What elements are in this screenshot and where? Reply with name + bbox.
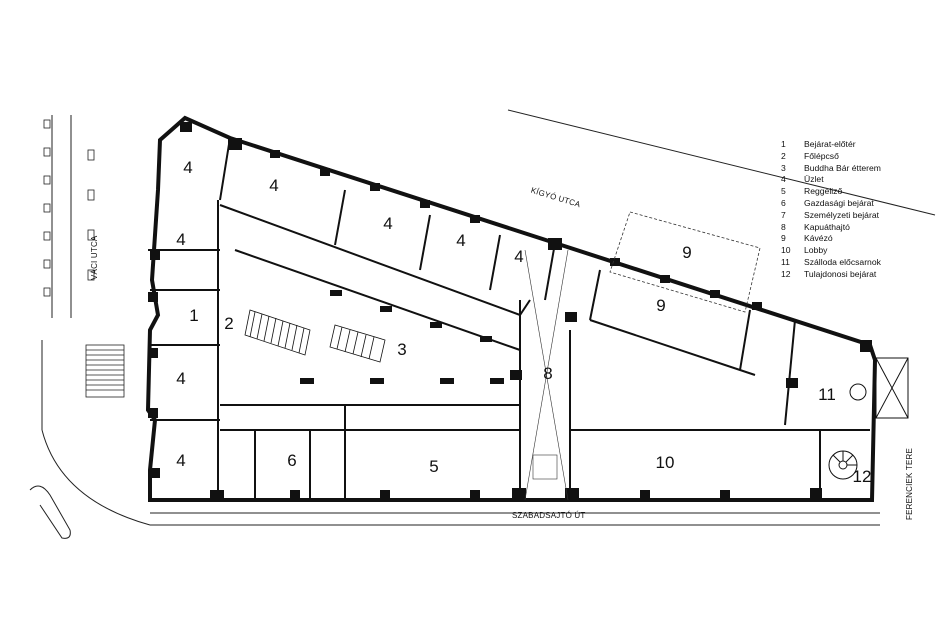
legend-number: 7 bbox=[781, 209, 786, 220]
legend-number: 10 bbox=[781, 245, 791, 256]
room-label-store: 4 bbox=[176, 230, 186, 249]
wall-piers bbox=[148, 122, 872, 502]
room-label-breakfast: 5 bbox=[429, 457, 439, 476]
room-label-store: 4 bbox=[383, 214, 393, 233]
street-ferenciek: FERENCIEK TERE bbox=[905, 448, 914, 520]
legend-number: 5 bbox=[781, 186, 786, 197]
legend-row: 3 Buddha Bár étterem bbox=[781, 163, 881, 175]
bollards bbox=[43, 119, 95, 297]
room-label-buddha-bar: 3 bbox=[397, 340, 407, 359]
legend-row: 5 Reggeliző bbox=[781, 186, 881, 198]
street-szabadsajto: SZABADSAJTÓ ÚT bbox=[512, 511, 586, 520]
legend-row: 10 Lobby bbox=[781, 245, 881, 257]
legend: 1 Bejárat-előtér 2 Főlépcső 3 Buddha Bár ét… bbox=[781, 139, 881, 281]
legend-number: 2 bbox=[781, 150, 786, 161]
street-grate bbox=[85, 344, 125, 398]
legend-row: 1 Bejárat-előtér bbox=[781, 139, 881, 151]
legend-number: 6 bbox=[781, 197, 786, 208]
room-label-store: 4 bbox=[269, 176, 279, 195]
legend-number: 12 bbox=[781, 268, 791, 279]
legend-number: 1 bbox=[781, 139, 786, 149]
room-label-store: 4 bbox=[514, 247, 524, 266]
legend-number: 8 bbox=[781, 221, 786, 232]
room-label-gateway: 8 bbox=[543, 364, 553, 383]
legend-label: Bejárat-előtér bbox=[804, 139, 856, 149]
legend-label: Kapuáthajtó bbox=[804, 221, 850, 232]
room-label-store: 4 bbox=[183, 158, 193, 177]
street-vaci: VÁCI UTCA bbox=[90, 235, 99, 280]
legend-number: 9 bbox=[781, 233, 786, 244]
room-label-store: 4 bbox=[176, 369, 186, 388]
legend-label: Kávézó bbox=[804, 233, 833, 244]
room-label-entrance: 1 bbox=[189, 306, 199, 325]
gateway-lines bbox=[524, 249, 569, 501]
spiral-staircase bbox=[828, 450, 858, 480]
room-label-lobby: 10 bbox=[655, 453, 675, 472]
legend-label: Szálloda előcsarnok bbox=[804, 256, 881, 267]
legend-label: Személyzeti bejárat bbox=[804, 209, 879, 220]
legend-row: 2 Főlépcső bbox=[781, 151, 881, 163]
room-label-hotel-foyer: 11 bbox=[818, 385, 836, 404]
legend-label: Reggeliző bbox=[804, 186, 843, 197]
legend-row: 9 Kávézó bbox=[781, 233, 881, 245]
legend-number: 3 bbox=[781, 162, 786, 173]
entrance-box bbox=[849, 357, 909, 419]
room-label-cafe-terrace: 9 bbox=[682, 243, 692, 262]
vaci-street-edge bbox=[29, 115, 880, 539]
room-label-service-entrance: 6 bbox=[287, 451, 297, 470]
legend-number: 4 bbox=[781, 174, 786, 185]
legend-label: Gazdasági bejárat bbox=[804, 197, 874, 208]
legend-label: Tulajdonosi bejárat bbox=[804, 268, 877, 279]
inner-walls bbox=[148, 137, 870, 500]
legend-label: Üzlet bbox=[804, 174, 824, 185]
legend-label: Főlépcső bbox=[804, 150, 839, 161]
terrace-outline bbox=[609, 211, 761, 313]
legend-label: Buddha Bár étterem bbox=[804, 162, 881, 173]
legend-row: 11 Szálloda előcsarnok bbox=[781, 257, 881, 269]
legend-row: 6 Gazdasági bejárat bbox=[781, 198, 881, 210]
room-label-main-stair: 2 bbox=[224, 314, 234, 333]
building-outline bbox=[145, 115, 878, 502]
kigyo-street-edge bbox=[507, 109, 936, 216]
legend-row: 7 Személyzeti bejárat bbox=[781, 210, 881, 222]
legend-label: Lobby bbox=[804, 245, 828, 256]
room-label-store: 4 bbox=[456, 231, 466, 250]
legend-row: 8 Kapuáthajtó bbox=[781, 222, 881, 234]
main-staircase bbox=[244, 309, 386, 363]
room-label-owner-entrance: 12 bbox=[852, 467, 872, 486]
legend-row: 12 Tulajdonosi bejárat bbox=[781, 269, 881, 281]
legend-number: 11 bbox=[781, 256, 790, 267]
room-label-cafe: 9 bbox=[656, 296, 666, 315]
legend-row: 4 Üzlet bbox=[781, 174, 881, 186]
room-label-store: 4 bbox=[176, 451, 186, 470]
